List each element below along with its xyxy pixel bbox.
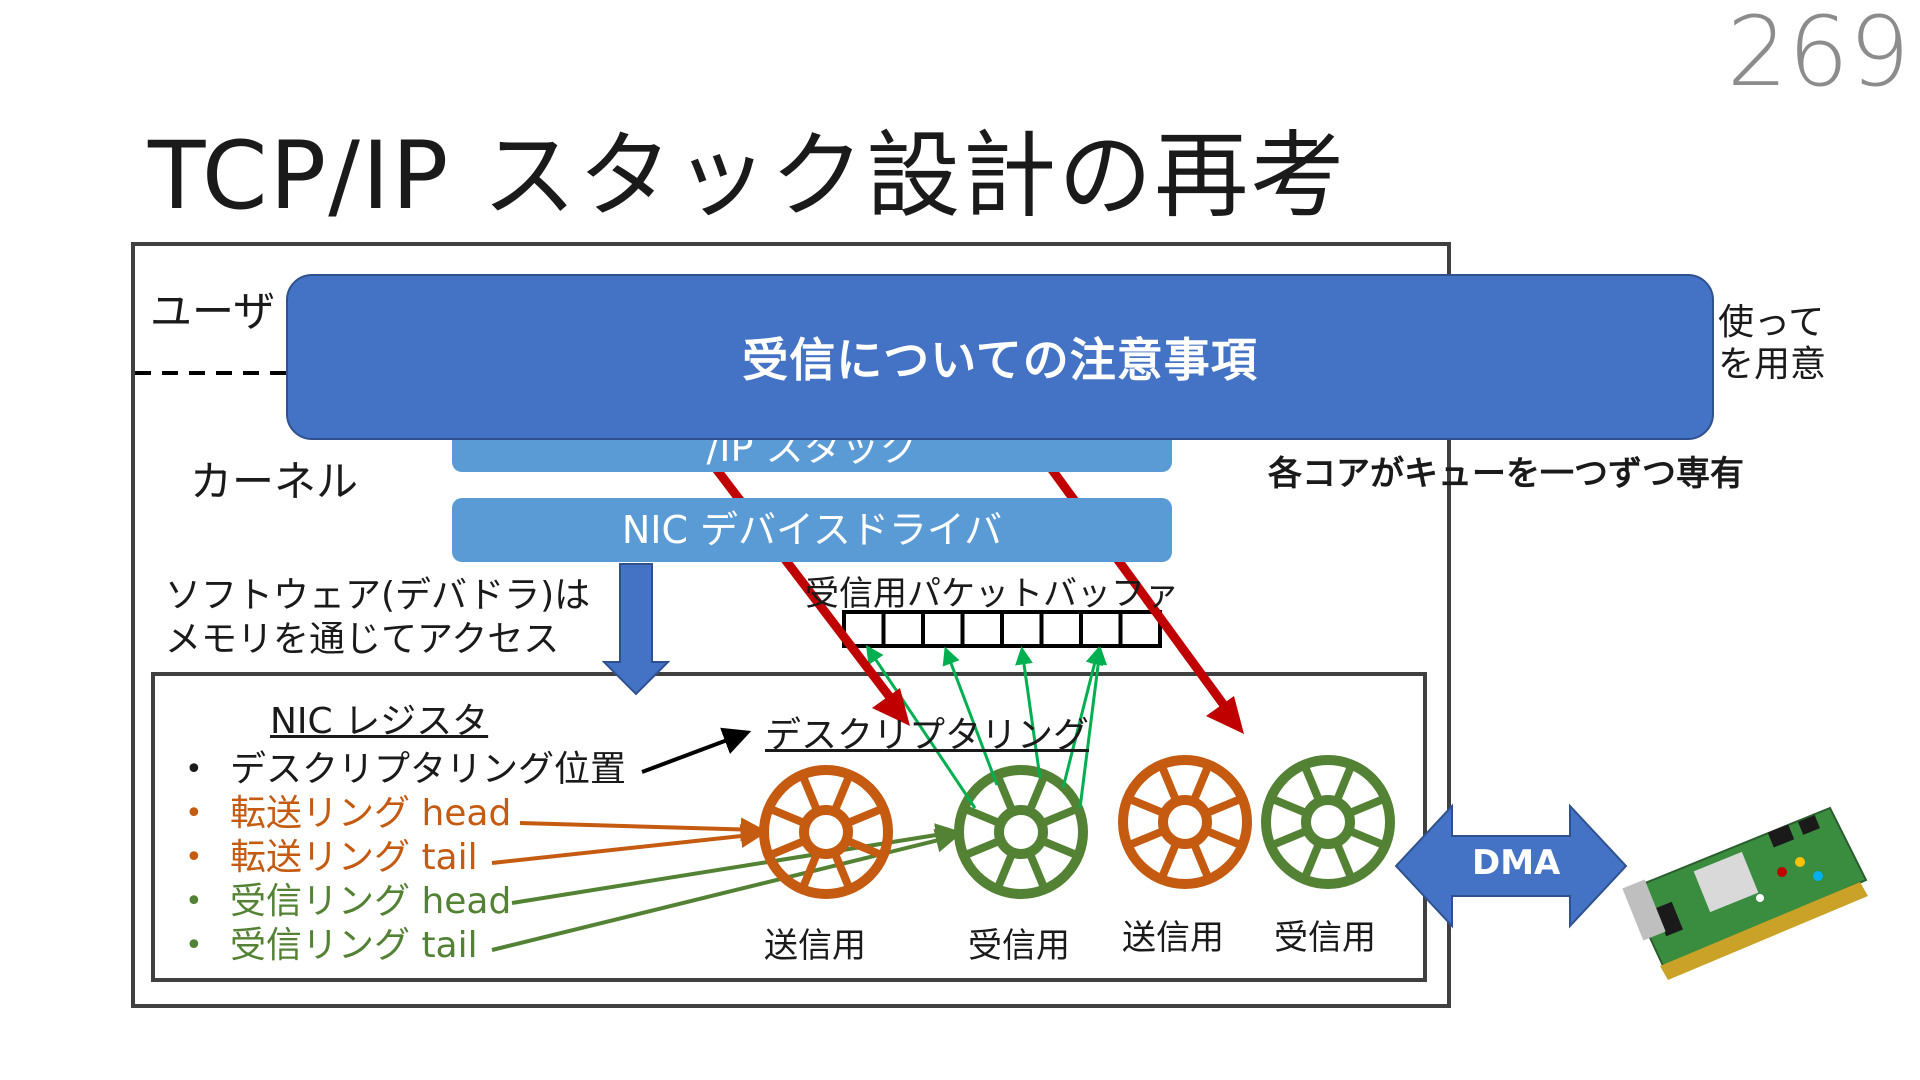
buffer-slot bbox=[1039, 610, 1083, 648]
kernel-label: カーネル bbox=[190, 457, 359, 506]
descriptor-rings bbox=[759, 755, 1395, 899]
packet-buffer-label: 受信用パケットバッファ bbox=[805, 574, 1179, 614]
packet-buffer bbox=[842, 610, 1162, 648]
nic-register-label: 転送リング tail bbox=[230, 837, 478, 878]
bullet-icon: • bbox=[185, 796, 203, 831]
nic-driver-label: NIC デバイスドライバ bbox=[621, 508, 1003, 552]
buffer-slot bbox=[921, 610, 965, 648]
buffer-link-arrow bbox=[1015, 646, 1042, 779]
receive-caution-callout: 受信についての注意事項 bbox=[286, 274, 1714, 440]
tx-tail-arrow bbox=[491, 824, 765, 865]
ring-label: 受信用 bbox=[968, 926, 1070, 966]
bullet-icon: • bbox=[185, 840, 203, 875]
buffer-slot bbox=[881, 610, 925, 648]
core-queue-arrow bbox=[694, 442, 910, 726]
ring-wheel-icon bbox=[759, 765, 893, 899]
buffer-link-arrow bbox=[942, 646, 999, 786]
nic-register-label: デスクリプタリング位置 bbox=[230, 749, 627, 790]
buffer-slot bbox=[1118, 610, 1162, 648]
driver-down-arrow bbox=[601, 563, 671, 696]
host-box bbox=[131, 242, 1451, 1008]
software-access-line: メモリを通じてアクセス bbox=[165, 619, 560, 660]
side-note-line: を用意 bbox=[1718, 344, 1827, 385]
nic-register-item: • 転送リング tail bbox=[180, 836, 626, 880]
buffer-slot bbox=[960, 610, 1004, 648]
ring-label: 送信用 bbox=[1122, 918, 1224, 958]
buffer-link-arrow bbox=[1078, 646, 1108, 809]
bullet-icon: • bbox=[185, 928, 203, 963]
nic-driver-layer: NIC デバイスドライバ bbox=[452, 498, 1172, 562]
buffer-link-arrow bbox=[865, 645, 977, 809]
dma-label: DMA bbox=[1472, 843, 1561, 883]
ring-label: 送信用 bbox=[764, 926, 866, 966]
rx-head-arrow bbox=[511, 823, 960, 905]
slide-title: TCP/IP スタック設計の再考 bbox=[148, 122, 1347, 231]
side-note: 使って を用意 bbox=[1718, 302, 1826, 386]
core-queue-arrow bbox=[1030, 442, 1244, 734]
ring-wheel-icon bbox=[1261, 755, 1395, 889]
ring-wheel-icon bbox=[954, 765, 1088, 899]
slide-number: 269 bbox=[1726, 0, 1910, 108]
user-space-label: ユーザ bbox=[150, 287, 276, 336]
ring-wheel-icon bbox=[1118, 755, 1252, 889]
nic-register-item: • 転送リング head bbox=[180, 792, 626, 836]
nic-register-item: • 受信リング tail bbox=[180, 924, 626, 968]
side-note-line: 使って bbox=[1718, 302, 1825, 343]
queue-ownership-note: 各コアがキューを一つずつ専有 bbox=[1268, 454, 1744, 494]
nic-register-list: • デスクリプタリング位置 • 転送リング head • 転送リング tail • 受信リング… bbox=[180, 748, 626, 968]
nic-register-box bbox=[151, 672, 1427, 982]
ring-label: 受信用 bbox=[1274, 918, 1376, 958]
nic-register-item: • 受信リング head bbox=[180, 880, 626, 924]
nic-register-label: 受信リング tail bbox=[230, 925, 478, 966]
buffer-link-arrow bbox=[1061, 646, 1104, 789]
tx-head-arrow bbox=[519, 817, 765, 842]
nic-register-title: NIC レジスタ bbox=[270, 701, 489, 742]
nic-card-icon bbox=[1622, 806, 1868, 980]
software-access-note: ソフトウェア(デバドラ)は メモリを通じてアクセス bbox=[165, 574, 590, 662]
bullet-icon: • bbox=[185, 752, 203, 787]
software-access-line: ソフトウェア(デバドラ)は bbox=[165, 575, 591, 616]
nic-register-label: 受信リング head bbox=[230, 881, 512, 922]
nic-register-item: • デスクリプタリング位置 bbox=[180, 748, 626, 792]
callout-text: 受信についての注意事項 bbox=[742, 333, 1258, 387]
dma-arrow bbox=[1394, 803, 1628, 929]
ring-position-arrow bbox=[641, 727, 752, 774]
buffer-slot bbox=[1079, 610, 1123, 648]
bullet-icon: • bbox=[185, 884, 203, 919]
descriptor-ring-title: デスクリプタリング bbox=[765, 715, 1090, 756]
nic-register-label: 転送リング head bbox=[230, 793, 512, 834]
buffer-slot bbox=[1000, 610, 1044, 648]
